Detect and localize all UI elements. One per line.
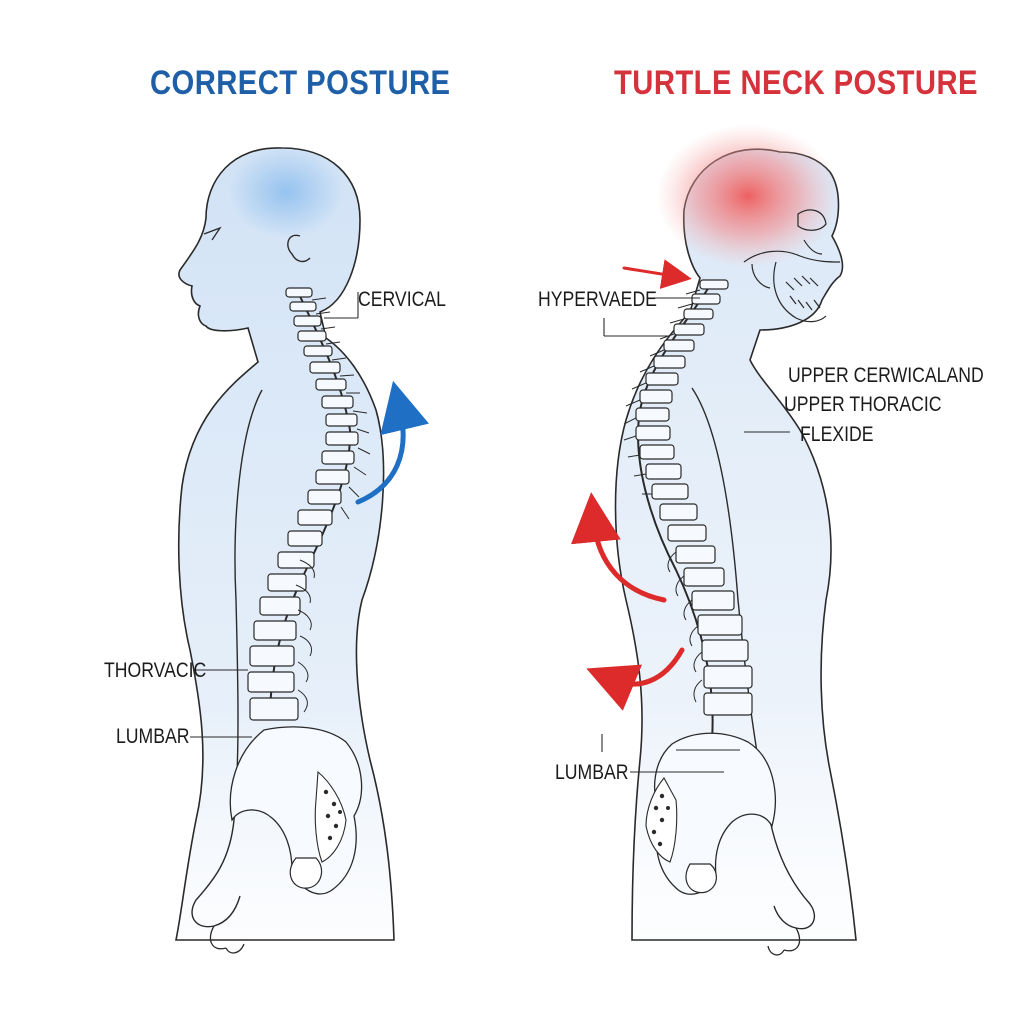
lumbar-label-left: LUMBAR bbox=[116, 725, 190, 748]
thoracic-label: THORVACIC bbox=[104, 659, 207, 682]
turtle-hand bbox=[767, 927, 801, 956]
hyperextension-label: HYPERVAEDE bbox=[538, 288, 657, 311]
correct-sacrum bbox=[314, 770, 347, 863]
correct-head-glow bbox=[228, 146, 344, 238]
correct-femur-head bbox=[289, 857, 323, 889]
turtle-sacrum-dots bbox=[651, 793, 670, 847]
turtle-skull bbox=[743, 209, 841, 323]
turtle-spine bbox=[635, 279, 753, 741]
turtle-head-glow bbox=[656, 124, 840, 268]
curved-arrow-icon bbox=[571, 492, 667, 603]
turtle-pelvis bbox=[654, 732, 776, 895]
correct-spine-processes bbox=[295, 297, 371, 713]
cervical-label: CERVICAL bbox=[358, 288, 446, 311]
lumbar-label-right: LUMBAR bbox=[555, 761, 629, 784]
correct-spine bbox=[247, 287, 359, 721]
turtle-spine-processes bbox=[623, 289, 703, 703]
ear bbox=[287, 234, 311, 263]
curved-arrow-up-icon bbox=[355, 380, 429, 505]
left-hand bbox=[209, 925, 245, 954]
upper-thoracic-label: UPPER THORACIC bbox=[784, 393, 942, 416]
turtle-figure bbox=[571, 124, 857, 956]
turtle-femur-head bbox=[685, 863, 717, 894]
curved-arrow-icon bbox=[622, 259, 692, 289]
correct-figure bbox=[175, 146, 429, 954]
flexion-label: FLEXIDE bbox=[800, 423, 874, 446]
eye bbox=[203, 226, 222, 241]
curved-arrow-icon bbox=[586, 647, 685, 711]
correct-leader-lines bbox=[190, 292, 359, 738]
correct-sacrum-dots bbox=[323, 789, 342, 841]
upper-cervical-label: UPPER CERWICALAND bbox=[788, 364, 984, 387]
correct-posture-title: CORRECT POSTURE bbox=[150, 64, 451, 102]
turtle-neck-posture-title: TURTLE NECK POSTURE bbox=[614, 64, 978, 102]
turtle-leader-lines bbox=[601, 297, 790, 773]
